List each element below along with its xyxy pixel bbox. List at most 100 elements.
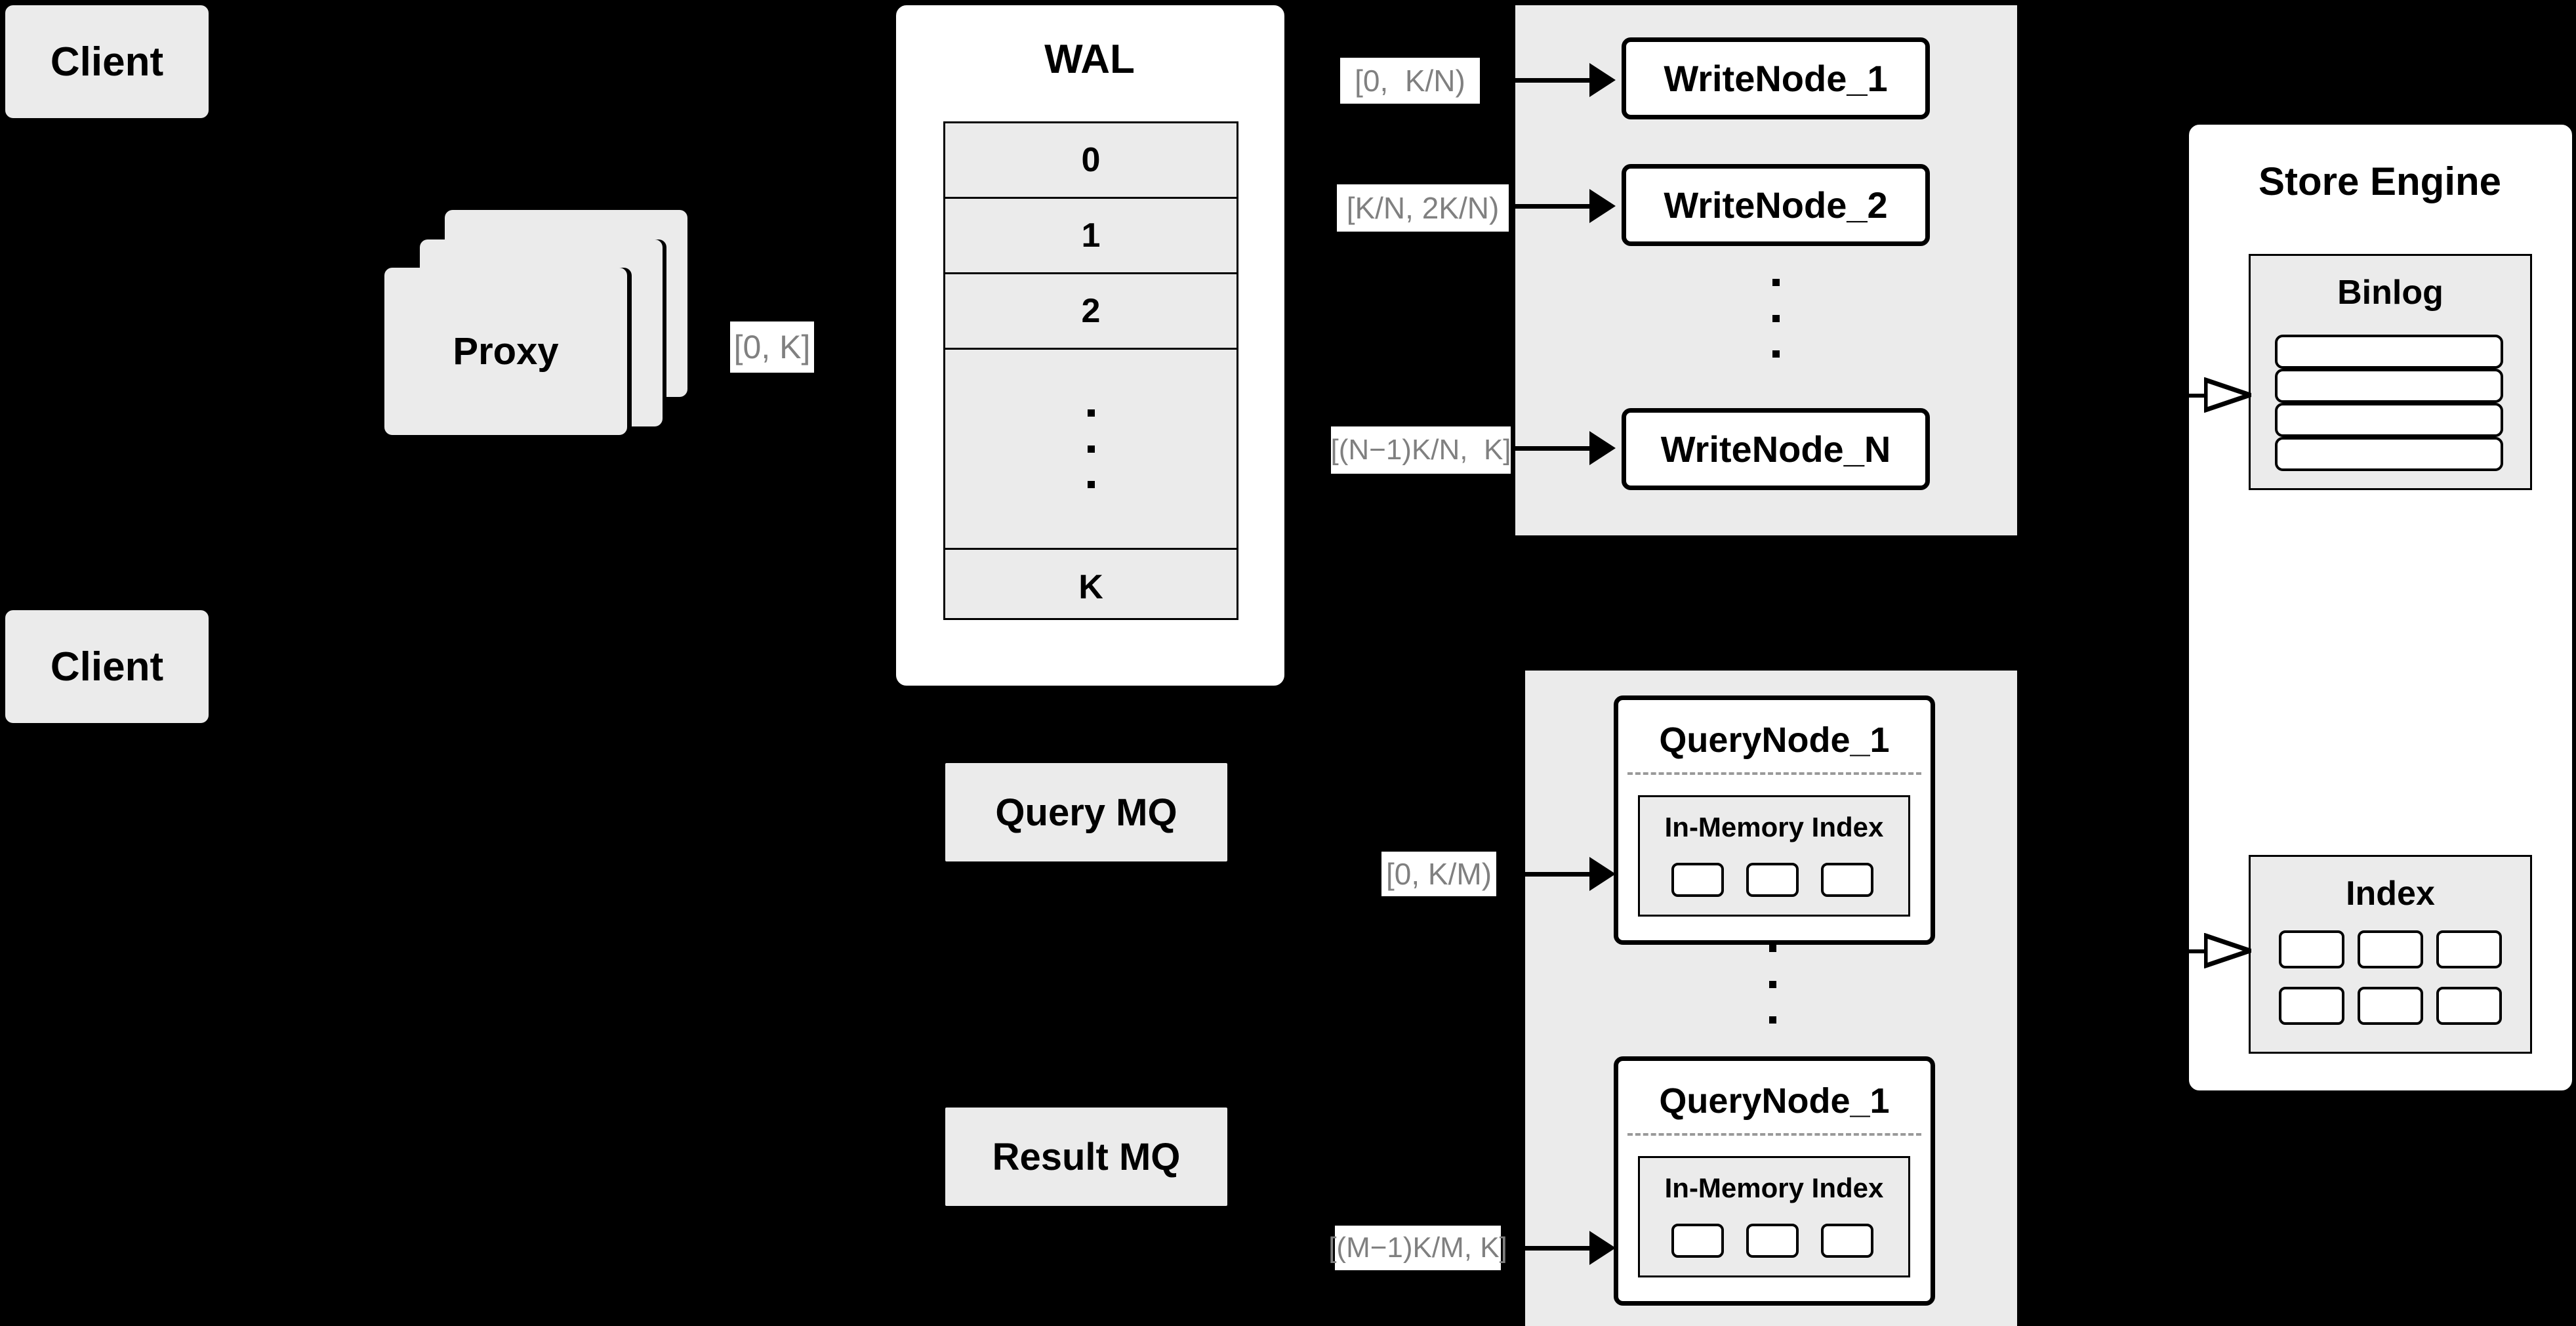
- ellipsis-dot: [1772, 350, 1780, 358]
- querynode-1-range-text: [0, K/M): [1385, 857, 1492, 891]
- writenode-1-label: WriteNode_1: [1664, 58, 1888, 99]
- result-mq-box[interactable]: Result MQ: [945, 1108, 1227, 1206]
- binlog-row[interactable]: [2275, 437, 2503, 471]
- wal-entry-2[interactable]: 2: [945, 274, 1237, 350]
- binlog-panel: Binlog: [2249, 254, 2532, 490]
- client-box-1[interactable]: Client: [5, 5, 209, 118]
- proxy-range-label: [0, K]: [730, 321, 814, 373]
- wal-entry-0[interactable]: 0: [945, 123, 1237, 199]
- querynode-2-arrow-head: [1589, 1231, 1616, 1265]
- store-index-panel: Index: [2249, 855, 2532, 1054]
- proxy-range-text: [0, K]: [733, 329, 811, 365]
- querynode-1-box[interactable]: QueryNode_1 In-Memory Index: [1614, 695, 1935, 945]
- ellipsis-dot: [1772, 279, 1780, 286]
- writenode-n-range-text: [(N−1)K/N, K]: [1330, 434, 1511, 466]
- writenode-2-range-label: [K/N, 2K/N): [1337, 184, 1509, 232]
- querynode-2-divider: [1627, 1133, 1921, 1136]
- store-index-slot[interactable]: [2279, 930, 2344, 968]
- querynode-1-index-panel: In-Memory Index: [1638, 795, 1910, 917]
- index-slot[interactable]: [1671, 1224, 1724, 1258]
- ellipsis-dot: [1772, 314, 1780, 322]
- client-label-1: Client: [50, 39, 164, 85]
- ellipsis-dot: [1087, 409, 1095, 417]
- writenode-n-arrow-head: [1589, 431, 1616, 465]
- writenode-n-box[interactable]: WriteNode_N: [1622, 408, 1930, 490]
- wal-title: WAL: [896, 36, 1283, 82]
- ellipsis-dot: [1768, 980, 1776, 988]
- querynode-1-title-text: QueryNode_1: [1659, 720, 1890, 760]
- querynode-1-title: QueryNode_1: [1618, 720, 1931, 760]
- writenode-1-range-text: [0, K/N): [1355, 64, 1465, 98]
- index-slot[interactable]: [1671, 863, 1724, 897]
- store-index-title: Index: [2251, 874, 2530, 913]
- wal-entry-1[interactable]: 1: [945, 199, 1237, 274]
- querynode-2-arrow-line: [1514, 1246, 1589, 1251]
- wal-title-text: WAL: [1044, 36, 1135, 82]
- store-index-slot[interactable]: [2358, 930, 2423, 968]
- ellipsis-dot: [1768, 1016, 1776, 1024]
- ellipsis-dot: [1087, 445, 1095, 453]
- wal-entry-k-label: K: [1078, 568, 1103, 606]
- writenode-2-range-text: [K/N, 2K/N): [1346, 191, 1500, 225]
- index-slot[interactable]: [1746, 1224, 1799, 1258]
- querynode-1-arrow-line: [1514, 872, 1589, 877]
- querynode-1-index-title-text: In-Memory Index: [1664, 812, 1884, 842]
- store-index-arrow-line: [2173, 949, 2216, 953]
- store-index-slot[interactable]: [2358, 987, 2423, 1025]
- index-slot[interactable]: [1821, 863, 1873, 897]
- ellipsis-dot: [1768, 945, 1776, 952]
- store-index-slot[interactable]: [2279, 987, 2344, 1025]
- store-engine-title-text: Store Engine: [2258, 159, 2502, 203]
- querynode-2-title: QueryNode_1: [1618, 1081, 1931, 1121]
- querynode-2-range-label: [(M−1)K/M, K]: [1328, 1226, 1507, 1270]
- query-cluster-ellipsis: [1766, 945, 1779, 1024]
- store-index-arrow-head-icon: [2204, 933, 2251, 968]
- writenode-1-range-label: [0, K/N): [1340, 58, 1480, 104]
- wal-entry-k[interactable]: K: [945, 550, 1237, 625]
- querynode-1-index-title: In-Memory Index: [1640, 812, 1908, 843]
- proxy-box[interactable]: Proxy: [384, 268, 627, 435]
- writenode-2-label: WriteNode_2: [1664, 184, 1888, 226]
- query-mq-label: Query MQ: [995, 791, 1177, 834]
- client-label-2: Client: [50, 644, 164, 690]
- querynode-2-range-text: [(M−1)K/M, K]: [1328, 1232, 1507, 1264]
- wal-entry-table: 0 1 2 K: [943, 121, 1238, 620]
- writenode-n-label: WriteNode_N: [1660, 428, 1891, 470]
- store-index-title-text: Index: [2346, 875, 2435, 913]
- writenode-n-range-label: [(N−1)K/N, K]: [1330, 426, 1511, 474]
- wal-entry-0-label: 0: [1081, 141, 1101, 179]
- writenode-1-box[interactable]: WriteNode_1: [1622, 37, 1930, 119]
- writenode-2-box[interactable]: WriteNode_2: [1622, 164, 1930, 246]
- store-index-slot[interactable]: [2436, 987, 2502, 1025]
- querynode-2-title-text: QueryNode_1: [1659, 1081, 1890, 1121]
- index-slot[interactable]: [1821, 1224, 1873, 1258]
- querynode-1-divider: [1627, 772, 1921, 775]
- client-box-2[interactable]: Client: [5, 610, 209, 723]
- binlog-title-text: Binlog: [2337, 274, 2443, 312]
- binlog-row[interactable]: [2275, 369, 2503, 403]
- store-index-slot[interactable]: [2436, 930, 2502, 968]
- writenode-1-arrow-line: [1498, 78, 1589, 83]
- querynode-2-index-title-text: In-Memory Index: [1664, 1172, 1884, 1203]
- binlog-arrow-head-icon: [2204, 377, 2251, 413]
- writenode-n-arrow-line: [1514, 446, 1589, 451]
- ellipsis-dot: [1087, 481, 1095, 488]
- binlog-row[interactable]: [2275, 403, 2503, 437]
- proxy-label: Proxy: [453, 330, 559, 373]
- binlog-title: Binlog: [2251, 273, 2530, 312]
- binlog-row[interactable]: [2275, 335, 2503, 369]
- wal-entry-1-label: 1: [1081, 217, 1101, 255]
- wal-ellipsis-dots: [1087, 409, 1095, 488]
- wal-entry-ellipsis: [945, 350, 1237, 550]
- result-mq-label: Result MQ: [992, 1135, 1181, 1178]
- writenode-2-arrow-line: [1514, 204, 1589, 209]
- querynode-1-range-label: [0, K/M): [1381, 852, 1496, 896]
- querynode-2-index-title: In-Memory Index: [1640, 1172, 1908, 1204]
- query-mq-box[interactable]: Query MQ: [945, 763, 1227, 861]
- index-slot[interactable]: [1746, 863, 1799, 897]
- querynode-2-box[interactable]: QueryNode_1 In-Memory Index: [1614, 1056, 1935, 1306]
- querynode-2-index-panel: In-Memory Index: [1638, 1156, 1910, 1277]
- wal-entry-2-label: 2: [1081, 292, 1101, 330]
- writenode-2-arrow-head: [1589, 189, 1616, 223]
